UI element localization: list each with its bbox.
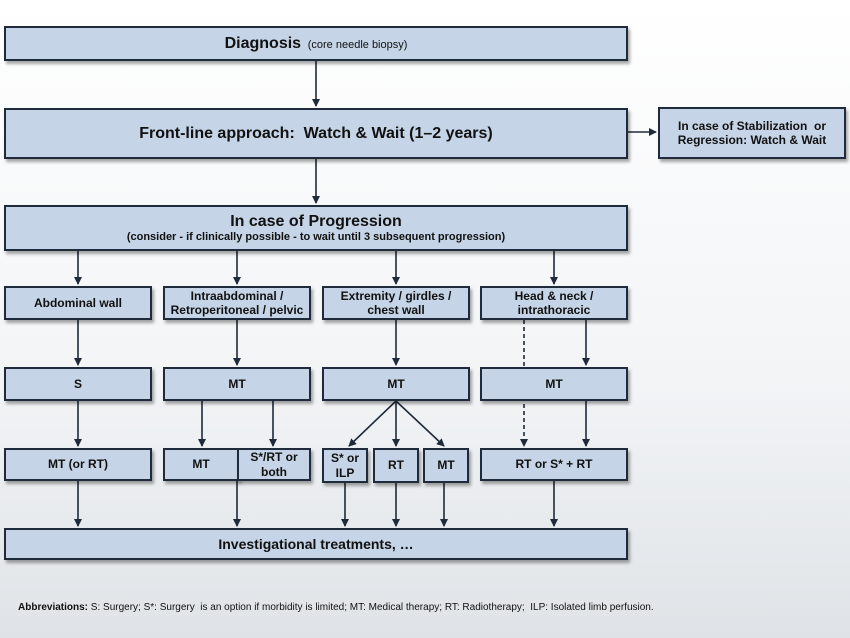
diagnosis-subtitle: (core needle biopsy)	[307, 38, 408, 51]
site-abdominal-label: Abdominal wall	[33, 295, 122, 310]
progression-title: In case of Progression	[230, 212, 402, 230]
site-intra-line1: Intraabdominal /	[190, 288, 284, 303]
stabilization-line2: Regression: Watch & Wait	[677, 133, 827, 147]
site-head-neck: Head & neck / intrathoracic	[480, 286, 628, 320]
option-rt-or-s-label: RT or S* + RT	[515, 457, 593, 472]
option-rt-label: RT	[388, 458, 404, 473]
option-silp-line1: S* or	[330, 451, 359, 466]
option-mt-extremity-label: MT	[437, 458, 455, 473]
option-silp-line2: ILP	[335, 465, 355, 480]
option-srt-both: S*/RT or both	[237, 448, 311, 481]
treatment-mt-head-label: MT	[545, 376, 563, 391]
option-s-or-ilp: S* or ILP	[322, 448, 368, 483]
stabilization-box: In case of Stabilization or Regression: …	[658, 107, 846, 159]
abbreviations-note: Abbreviations: S: Surgery; S*: Surgery i…	[18, 602, 654, 613]
site-head-line1: Head & neck /	[514, 288, 594, 303]
option-rt-or-s-rt: RT or S* + RT	[480, 448, 628, 481]
site-extremity-line2: chest wall	[367, 303, 425, 317]
diagnosis-title: Diagnosis	[224, 34, 302, 52]
treatment-mt-extremity: MT	[322, 367, 470, 401]
site-extremity: Extremity / girdles / chest wall	[322, 286, 470, 320]
progression-subtitle: (consider - if clinically possible - to …	[126, 231, 506, 243]
treatment-mt-intra: MT	[163, 367, 311, 401]
option-mt-or-rt: MT (or RT)	[4, 448, 152, 481]
option-mt-or-rt-label: MT (or RT)	[48, 457, 108, 472]
frontline-box: Front-line approach: Watch & Wait (1–2 y…	[4, 108, 628, 159]
option-srt-line2: both	[261, 464, 287, 479]
treatment-mt-intra-label: MT	[228, 376, 246, 391]
option-mt-extremity: MT	[423, 448, 469, 483]
progression-box: In case of Progression (consider - if cl…	[4, 205, 628, 251]
site-extremity-line1: Extremity / girdles /	[340, 288, 452, 303]
site-abdominal-wall: Abdominal wall	[4, 286, 152, 320]
option-mt-intra: MT	[163, 448, 239, 481]
site-intra-line2: Retroperitoneal / pelvic	[170, 303, 304, 317]
treatment-mt-extremity-label: MT	[387, 376, 405, 391]
treatment-s-label: S	[73, 376, 82, 391]
abbreviations-text: S: Surgery; S*: Surgery is an option if …	[88, 602, 654, 613]
treatment-s: S	[4, 367, 152, 401]
diagnosis-box: Diagnosis (core needle biopsy)	[4, 26, 628, 61]
abbreviations-label: Abbreviations:	[18, 602, 89, 613]
option-mt-intra-label: MT	[192, 457, 210, 472]
treatment-mt-head: MT	[480, 367, 628, 401]
site-head-line2: intrathoracic	[517, 303, 591, 317]
site-intraabdominal: Intraabdominal / Retroperitoneal / pelvi…	[163, 286, 311, 320]
investigational-label: Investigational treatments, …	[218, 535, 414, 552]
option-srt-line1: S*/RT or	[250, 450, 298, 465]
investigational-box: Investigational treatments, …	[4, 528, 628, 560]
stabilization-line1: In case of Stabilization or	[677, 118, 827, 133]
option-rt: RT	[373, 448, 419, 483]
frontline-label: Front-line approach: Watch & Wait (1–2 y…	[139, 124, 493, 142]
